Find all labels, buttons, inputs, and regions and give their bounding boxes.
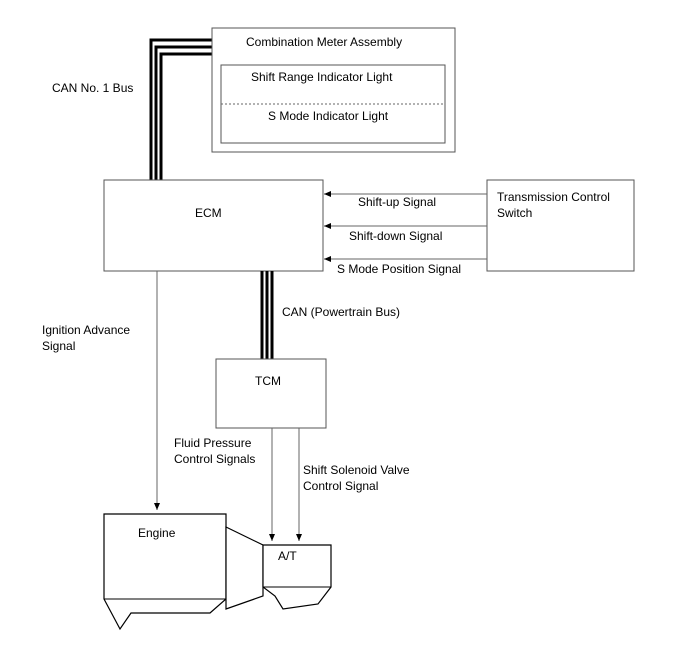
can-powertrain-wire <box>260 271 274 359</box>
ignition-advance-label-line1: Ignition Advance <box>42 323 130 337</box>
fluid-pressure-label-line2: Control Signals <box>174 452 255 466</box>
shift-solenoid-label-line1: Shift Solenoid Valve <box>303 463 410 477</box>
shift-down-label: Shift-down Signal <box>349 229 442 243</box>
shift-up-label: Shift-up Signal <box>358 195 436 209</box>
ecm-label: ECM <box>195 206 222 220</box>
ignition-advance-label-line2: Signal <box>42 339 75 353</box>
at-shape <box>262 544 332 610</box>
fluid-pressure-label-line1: Fluid Pressure <box>174 436 252 450</box>
can-powertrain-label: CAN (Powertrain Bus) <box>282 305 400 319</box>
can-bus-1-wire <box>149 38 212 180</box>
shift-range-indicator-label: Shift Range Indicator Light <box>251 70 393 84</box>
bell-housing-shape <box>225 526 264 610</box>
transmission-switch-label-line1: Transmission Control <box>497 190 610 204</box>
combination-meter-label: Combination Meter Assembly <box>246 35 402 49</box>
engine-label: Engine <box>138 526 176 540</box>
tcm-box <box>215 358 327 429</box>
shift-solenoid-label-line2: Control Signal <box>303 479 378 493</box>
tcm-label: TCM <box>255 374 281 388</box>
transmission-switch-label-line2: Switch <box>497 206 532 220</box>
s-mode-position-label: S Mode Position Signal <box>337 262 461 276</box>
can-bus-1-label: CAN No. 1 Bus <box>52 81 133 95</box>
at-label: A/T <box>278 549 297 563</box>
ecm-box <box>103 179 324 272</box>
s-mode-indicator-label: S Mode Indicator Light <box>268 109 389 123</box>
